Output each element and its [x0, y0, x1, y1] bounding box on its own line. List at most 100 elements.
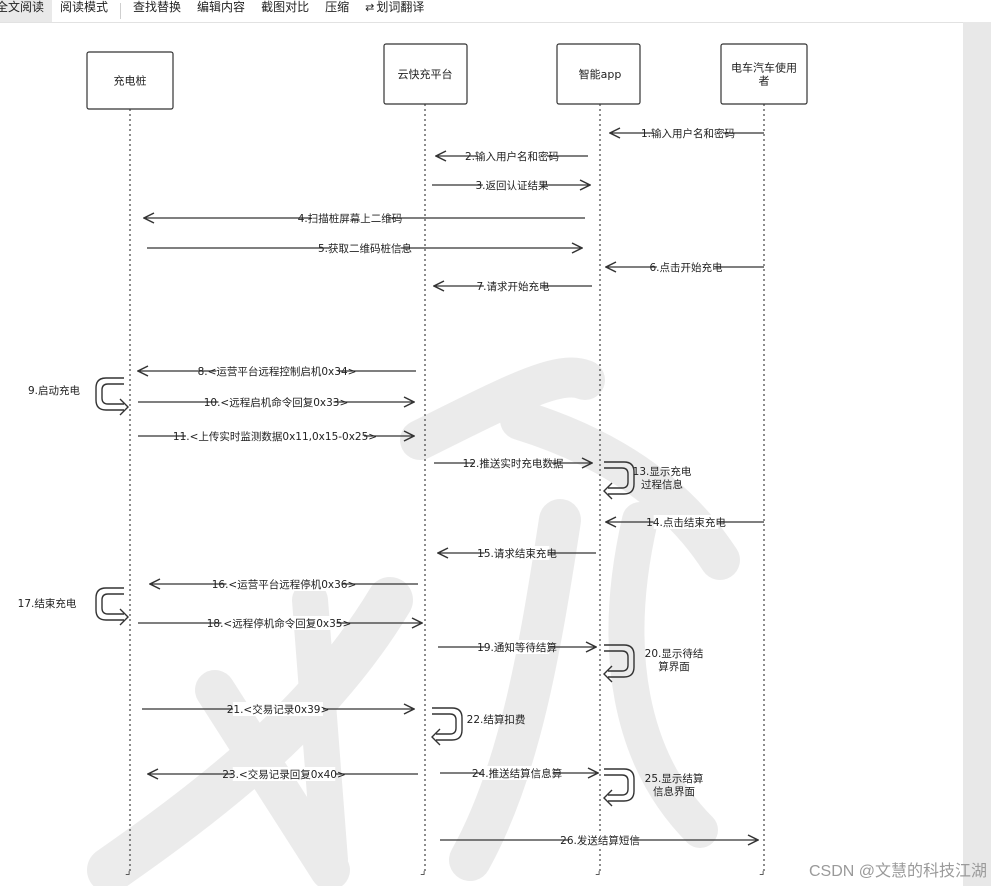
message-14: 16.<运营平台远程停机0x36> — [150, 577, 418, 591]
message-label-bg — [474, 456, 552, 470]
message-label-bg — [226, 577, 342, 591]
toolbar-separator — [120, 3, 122, 19]
fulltext-read-tab[interactable]: 全文阅读 — [0, 0, 53, 22]
message-label: 24.推送结算信息算 — [472, 767, 562, 780]
participant-box — [720, 43, 808, 105]
participant-box — [383, 43, 468, 105]
message-10: 11.<上传实时监测数据0x11,0x15-0x25> — [138, 429, 414, 443]
message-label: 4.扫描桩屏幕上二维码 — [298, 212, 403, 225]
message-1: 1.输入用户名和密码 — [610, 126, 764, 140]
participant-box — [556, 43, 641, 105]
message-label-bg — [221, 616, 337, 630]
self-loop-arrow — [432, 713, 457, 735]
self-note-label: 13.显示充电 — [633, 465, 692, 478]
self-note-3: 17.结束充电 — [18, 587, 129, 626]
edit-content-button[interactable]: 编辑内容 — [197, 0, 246, 14]
message-label-bg — [216, 364, 338, 378]
message-label: 23.<交易记录回复0x40> — [222, 768, 346, 781]
self-note-label: 17.结束充电 — [18, 597, 77, 610]
message-label: 26.发送结算短信 — [560, 834, 640, 847]
message-label-bg — [484, 640, 550, 654]
message-label: 7.请求开始充电 — [476, 280, 550, 293]
message-2: 2.输入用户名和密码 — [436, 149, 588, 163]
participant-label: 智能app — [579, 67, 622, 81]
participant-label: 充电桩 — [114, 74, 147, 88]
find-replace-button[interactable]: 查找替换 — [133, 0, 182, 14]
message-label: 18.<远程停机命令回复0x35> — [207, 617, 352, 630]
screenshot-compare-button[interactable]: 截图对比 — [261, 0, 310, 14]
self-note-label: 过程信息 — [641, 478, 683, 491]
self-loop-arrowhead — [603, 789, 613, 807]
lifeline-end-mark: ⌟ — [595, 863, 601, 877]
message-label-bg — [656, 260, 716, 274]
compress-button[interactable]: 压缩 — [325, 0, 350, 14]
self-loop-arrow — [604, 461, 635, 495]
message-15: 18.<远程停机命令回复0x35> — [138, 616, 422, 630]
message-label-bg — [311, 211, 389, 225]
participant-platform: 云快充平台 — [383, 43, 468, 105]
message-label: 15.请求结束充电 — [477, 547, 557, 560]
self-note-1: 9.启动充电 — [28, 377, 129, 416]
message-label-bg — [653, 515, 719, 529]
message-label-bg — [652, 126, 724, 140]
participant-app: 智能app — [556, 43, 641, 105]
message-label-bg — [567, 833, 633, 847]
lifeline-end-mark: ⌟ — [420, 863, 426, 877]
self-loop-arrowhead — [603, 482, 613, 500]
message-4: 4.扫描桩屏幕上二维码 — [144, 211, 585, 225]
message-label-bg — [233, 702, 323, 716]
message-label-bg — [484, 546, 550, 560]
reader-toolbar: 全文阅读阅读模式 查找替换 编辑内容 截图对比 压缩 ⇄划词翻译 — [0, 0, 991, 23]
message-label: 19.通知等待结算 — [477, 641, 557, 654]
self-loop-arrowhead — [119, 608, 129, 626]
self-loop-arrow — [432, 707, 463, 741]
message-label: 2.输入用户名和密码 — [465, 150, 559, 163]
message-11: 12.推送实时充电数据 — [434, 456, 592, 470]
self-note-label: 信息界面 — [653, 785, 695, 798]
self-loop-arrow — [604, 467, 629, 489]
self-note-label: 22.结算扣费 — [467, 713, 526, 726]
self-loop-arrow — [604, 768, 635, 802]
message-label-bg — [329, 241, 401, 255]
participant-box — [86, 51, 174, 110]
message-9: 10.<远程启机命令回复0x33> — [138, 395, 414, 409]
message-16: 19.通知等待结算 — [438, 640, 596, 654]
message-label: 14.点击结束充电 — [646, 516, 726, 529]
self-loop-arrowhead — [603, 665, 613, 683]
scrollbar[interactable] — [963, 22, 991, 886]
csdn-watermark: CSDN @文慧的科技江湖 — [808, 863, 987, 880]
message-label-bg — [185, 429, 365, 443]
message-3: 3.返回认证结果 — [432, 178, 590, 192]
message-label-bg — [218, 395, 334, 409]
self-loop-arrowhead — [119, 398, 129, 416]
self-loop-arrow — [101, 593, 124, 615]
message-label-bg — [481, 766, 553, 780]
self-loop-arrow — [604, 644, 635, 678]
message-5: 5.获取二维码桩信息 — [147, 241, 582, 255]
message-label: 21.<交易记录0x39> — [227, 703, 330, 716]
message-label: 11.<上传实时监测数据0x11,0x15-0x25> — [173, 430, 377, 443]
message-label-bg — [482, 178, 542, 192]
participant-label: 者 — [759, 75, 770, 88]
message-label-bg — [232, 767, 336, 781]
self-note-label: 20.显示待结 — [645, 647, 704, 660]
message-6: 6.点击开始充电 — [606, 260, 764, 274]
message-20: 26.发送结算短信 — [440, 833, 758, 847]
message-12: 14.点击结束充电 — [606, 515, 764, 529]
message-label-bg — [483, 279, 543, 293]
message-18: 23.<交易记录回复0x40> — [148, 767, 418, 781]
self-loop-arrow — [95, 587, 124, 621]
message-label: 16.<运营平台远程停机0x36> — [212, 578, 357, 591]
message-label: 3.返回认证结果 — [475, 179, 549, 192]
message-label: 10.<远程启机命令回复0x33> — [204, 396, 349, 409]
reading-mode-tab[interactable]: 阅读模式 — [60, 0, 109, 14]
message-label: 5.获取二维码桩信息 — [318, 242, 412, 255]
message-7: 7.请求开始充电 — [434, 279, 592, 293]
message-label: 8.<运营平台远程控制启机0x34> — [198, 365, 357, 378]
word-translate-button[interactable]: ⇄划词翻译 — [365, 0, 425, 14]
message-label: 6.点击开始充电 — [649, 261, 723, 274]
participant-charging-pile: 充电桩 — [86, 51, 174, 110]
